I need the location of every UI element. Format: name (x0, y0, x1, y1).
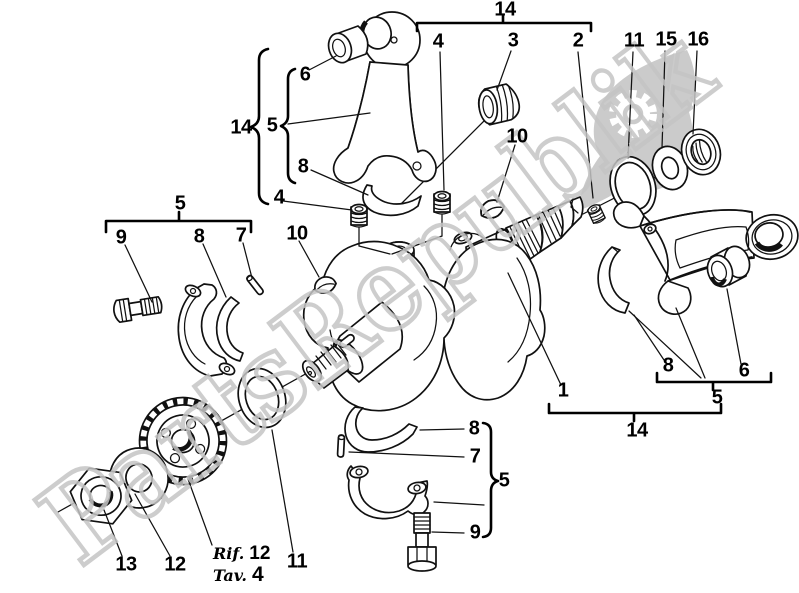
callout-10-left: 10 (286, 222, 308, 245)
callout-9-bottom: 9 (469, 521, 481, 544)
rif-label: Rif. (213, 544, 245, 563)
callout-5-right: 5 (711, 386, 723, 409)
dowel-pin-bottom (336, 434, 346, 458)
callout-8-right-rod: 8 (662, 354, 674, 377)
brace-14-left (249, 47, 270, 206)
tav-label: Tav. (213, 566, 247, 585)
callout-8-bottom: 8 (468, 417, 480, 440)
callout-11-top: 11 (623, 29, 645, 52)
brace-5-left (279, 67, 297, 185)
table-row-reference: Tav. 4 (213, 563, 264, 587)
callout-5-bottom: 5 (498, 469, 510, 492)
threaded-plug (477, 83, 521, 126)
callout-13: 13 (115, 553, 137, 576)
bracket-5-mid-left (104, 210, 253, 234)
callout-16: 16 (687, 28, 709, 51)
bracket-5-right (655, 371, 773, 392)
callout-10-center: 10 (506, 125, 528, 148)
main-bearing-shell-left (215, 296, 244, 362)
callout-15: 15 (655, 28, 677, 51)
callout-4-top: 4 (432, 30, 444, 53)
callout-8-main-left: 8 (193, 225, 205, 248)
reference-row: Rif. 12 (213, 543, 270, 565)
callout-14-right: 14 (626, 419, 648, 442)
set-screw-top (433, 190, 451, 215)
rif-number: 12 (249, 543, 271, 564)
woodruff-key-center (480, 199, 505, 220)
grouping-brackets (104, 13, 773, 539)
set-screw-2 (586, 204, 606, 224)
callout-9-main-left: 9 (115, 226, 127, 249)
big-end-bearing-shell-right (597, 246, 630, 314)
brace-5-bottom (481, 421, 500, 539)
callout-14-left: 14 (230, 116, 252, 139)
callout-7-main-left: 7 (235, 224, 247, 247)
callout-12: 12 (164, 553, 186, 576)
connecting-rod-left (332, 11, 437, 184)
woodruff-key-left (314, 276, 337, 295)
main-bearing-shell-bottom (344, 406, 418, 453)
main-bearing-cap-left (177, 283, 236, 377)
shim-ring-left (237, 367, 287, 429)
thread-hatching-snout (315, 341, 347, 370)
set-screw-left (350, 203, 368, 228)
tav-number: 4 (252, 563, 264, 586)
callout-7-bottom: 7 (469, 445, 481, 468)
callout-2: 2 (572, 29, 584, 52)
crankshaft (301, 196, 584, 412)
main-bearing-cap-bottom (346, 465, 429, 520)
dowel-pin-left (246, 274, 264, 296)
connecting-rod-right (612, 201, 799, 315)
callout-1-crankshaft: 1 (557, 379, 569, 402)
callout-11-bottom: 11 (286, 550, 308, 573)
small-end-bushing-left (327, 25, 369, 64)
hex-nut-left (69, 467, 133, 525)
callout-6-right-rod: 6 (738, 359, 750, 382)
callout-5-left-rod: 5 (266, 114, 278, 137)
small-end-bushing-right (706, 245, 751, 288)
ring-nut-right (680, 128, 722, 176)
bracket-14-right (547, 402, 723, 423)
callout-6-left-rod: 6 (299, 63, 311, 86)
callout-8-left-rod: 8 (297, 155, 309, 178)
bracket-14-top (415, 13, 593, 33)
callout-14-top: 14 (494, 0, 516, 21)
callout-3: 3 (507, 29, 519, 52)
thread-hatching-nose (537, 207, 564, 244)
callout-5-main-left: 5 (174, 192, 186, 215)
main-bearing-bolt-bottom (407, 512, 437, 572)
leader-lines (103, 50, 742, 557)
callout-4-left: 4 (273, 186, 285, 209)
main-bearing-bolt-left (113, 295, 163, 324)
